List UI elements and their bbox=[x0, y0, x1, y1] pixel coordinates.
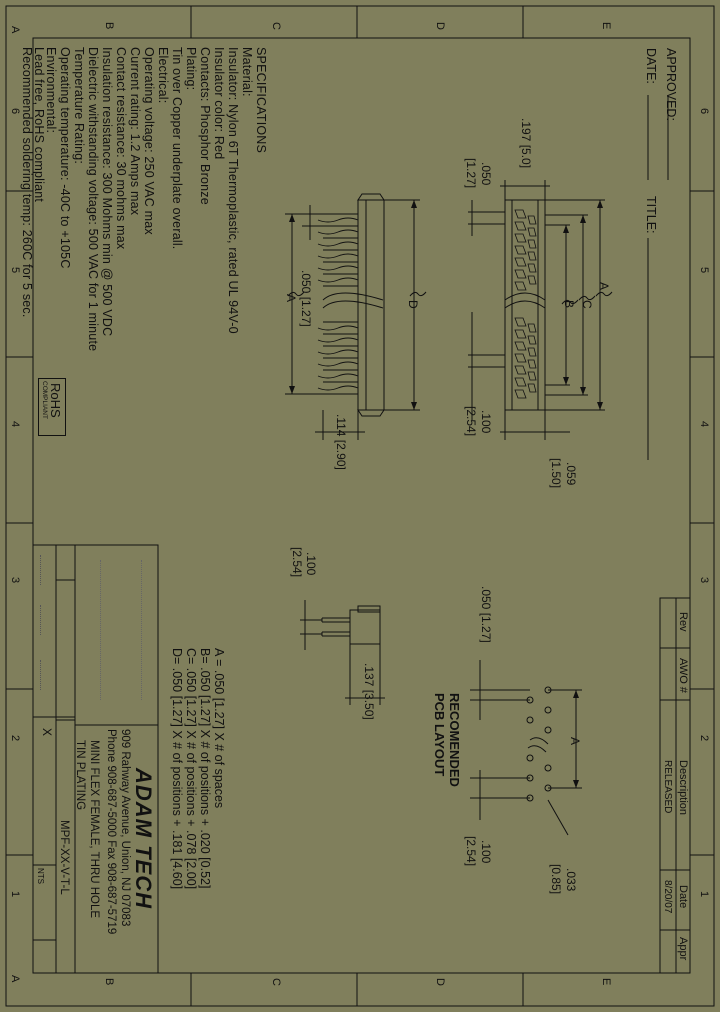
formula-c: C= .050 [1.27] X # of positions + .078 [… bbox=[184, 648, 198, 890]
formula-b: B= .050 [1.27] X # of positions + .020 [… bbox=[198, 648, 212, 889]
spec-line: Material: bbox=[240, 47, 254, 97]
spec-line: Electrical: bbox=[156, 47, 170, 104]
rev-date: 8/20/07 bbox=[662, 880, 673, 914]
dim-137: .137 [3.50] bbox=[362, 663, 376, 720]
dim-254-top: [2.54] bbox=[464, 406, 478, 437]
rohs-title: RoHS bbox=[48, 383, 63, 418]
connector-top-view bbox=[468, 180, 613, 440]
rev-header-description: Description bbox=[677, 760, 689, 816]
scale-label: NTS bbox=[36, 868, 45, 884]
date-label: DATE: bbox=[644, 48, 658, 84]
pcb-layout bbox=[470, 660, 582, 836]
dim-050: .050 bbox=[479, 162, 493, 186]
dim-114: .114 [2.90] bbox=[334, 414, 348, 470]
zone-row-5-f: 5 bbox=[698, 267, 710, 274]
zone-col-b-top: B bbox=[103, 22, 115, 30]
zone-row-3-f: 3 bbox=[698, 577, 710, 584]
spec-line: Temperature Rating: bbox=[72, 47, 86, 165]
formula-d: D= .050 [1.27] X # of positions + .181 [… bbox=[170, 648, 184, 890]
dim-d-side: D bbox=[406, 300, 420, 309]
product-line1: MINI FLEX FEMALE, THRU HOLE bbox=[88, 740, 100, 919]
dim-050-pcb: .050 [1.27] bbox=[479, 586, 493, 643]
rev-header-awo: AWO # bbox=[677, 658, 689, 694]
zone-row-4-f: 4 bbox=[698, 421, 710, 428]
spec-line: Contact resistance: 30 mohms max bbox=[114, 47, 128, 250]
pcb-layout-line1: RECOMENDED bbox=[447, 693, 462, 787]
zone-row-4-a: 4 bbox=[9, 421, 21, 428]
zone-row-6-f: 6 bbox=[698, 108, 710, 115]
dim-a-pcb: A bbox=[568, 737, 582, 746]
revision-block bbox=[659, 597, 691, 974]
rev-description: RELEASED bbox=[662, 760, 673, 814]
dim-100-end: .100 bbox=[304, 552, 318, 576]
zone-col-e-top: E bbox=[600, 22, 612, 30]
part-number: MPF-XX-V-T-L bbox=[58, 820, 70, 895]
zone-col-c-top: C bbox=[270, 22, 282, 30]
connector-side-view bbox=[285, 193, 427, 440]
dim-100-top: .100 bbox=[479, 410, 493, 434]
dim-b-top: B bbox=[562, 300, 576, 309]
inner-border bbox=[32, 37, 691, 974]
formula-a: A = .050 [1.27] X # of spaces bbox=[212, 648, 226, 809]
ghost-label bbox=[40, 605, 51, 635]
spec-line: Tin over Copper underplate overall. bbox=[170, 47, 184, 250]
dim-254-end: [2.54] bbox=[290, 547, 304, 578]
spec-line: Insulator: Nylon 6T Thermoplastic, rated… bbox=[226, 47, 240, 334]
spec-line: Insulation resistance: 300 Mohms min @ 5… bbox=[100, 47, 114, 337]
product-line2: TIN PLATING bbox=[74, 740, 86, 811]
dim-127: [1.27] bbox=[464, 158, 478, 189]
pcb-layout-line2: PCB LAYOUT bbox=[432, 693, 447, 777]
spec-line: Insulator color: Red bbox=[212, 47, 226, 160]
title-label: TITLE: bbox=[644, 196, 658, 234]
spec-line: Recommended soldering temp: 260C for 5 s… bbox=[20, 47, 34, 318]
dim-a-top: A bbox=[597, 282, 611, 291]
dim-254-pcb: [2.54] bbox=[464, 836, 478, 867]
dim-033: .033 bbox=[564, 868, 578, 892]
rohs-subtitle: COMPLIANT bbox=[41, 381, 48, 419]
dim-050-side: .050 [1.27] bbox=[299, 270, 313, 327]
outer-border bbox=[5, 5, 715, 1007]
spec-line: Current rating: 1.2 Amps max bbox=[128, 47, 142, 216]
zone-col-a-left: A bbox=[9, 26, 21, 34]
dim-197: .197 [5.0] bbox=[519, 118, 533, 169]
rohs-badge: RoHS COMPLIANT bbox=[38, 378, 66, 436]
spec-line: Plating: bbox=[184, 47, 198, 91]
company-name: ADAM TECH bbox=[131, 768, 156, 909]
dim-a-side: A bbox=[284, 294, 298, 303]
dim-c-top: C bbox=[580, 300, 594, 309]
zone-col-d-bottom: D bbox=[434, 978, 446, 986]
zone-row-2-f: 2 bbox=[698, 735, 710, 742]
company-phone: Phone 908-687-5000 Fax 908-687-5719 bbox=[105, 729, 117, 935]
rev-header-rev: Rev bbox=[677, 612, 689, 632]
dim-085: [0.85] bbox=[549, 864, 563, 895]
zone-row-2-a: 2 bbox=[9, 735, 21, 742]
zone-col-b-bottom: B bbox=[103, 978, 115, 986]
dim-150: [1.50] bbox=[549, 458, 563, 489]
company-address: 909 Rahway Avenue, Union, NJ 07083 bbox=[119, 729, 131, 927]
title-block-frame bbox=[32, 544, 159, 974]
dim-059: .059 bbox=[564, 462, 578, 486]
spec-line: Operating temperature: -40C to +105C bbox=[58, 47, 72, 269]
zone-col-d-top: D bbox=[434, 22, 446, 30]
dim-100-pcb: .100 bbox=[479, 840, 493, 864]
rev-header-date: Date bbox=[677, 885, 689, 909]
ghost-label bbox=[40, 555, 51, 585]
zone-row-3-a: 3 bbox=[9, 577, 21, 584]
ghost-label bbox=[40, 660, 51, 690]
zone-col-a-right: A bbox=[9, 975, 21, 983]
specifications-heading: SPECIFICATIONS bbox=[254, 47, 268, 154]
zone-row-1-a: 1 bbox=[9, 891, 21, 898]
approved-label: APPROVED: bbox=[664, 48, 678, 121]
zone-col-c-bottom: C bbox=[270, 978, 282, 986]
rev-header-appr: Appr bbox=[677, 937, 689, 961]
spec-line: Operating voltage: 250 VAC max bbox=[142, 47, 156, 235]
zone-row-1-f: 1 bbox=[698, 891, 710, 898]
zone-col-e-bottom: E bbox=[600, 978, 612, 986]
connector-end-view bbox=[300, 600, 385, 705]
ghost-notes bbox=[100, 560, 142, 700]
spec-line: Dielectric withstanding voltage: 500 VAC… bbox=[86, 47, 100, 352]
size-mark: X bbox=[40, 728, 54, 737]
spec-line: Contacts: Phosphor Bronze bbox=[198, 47, 212, 205]
